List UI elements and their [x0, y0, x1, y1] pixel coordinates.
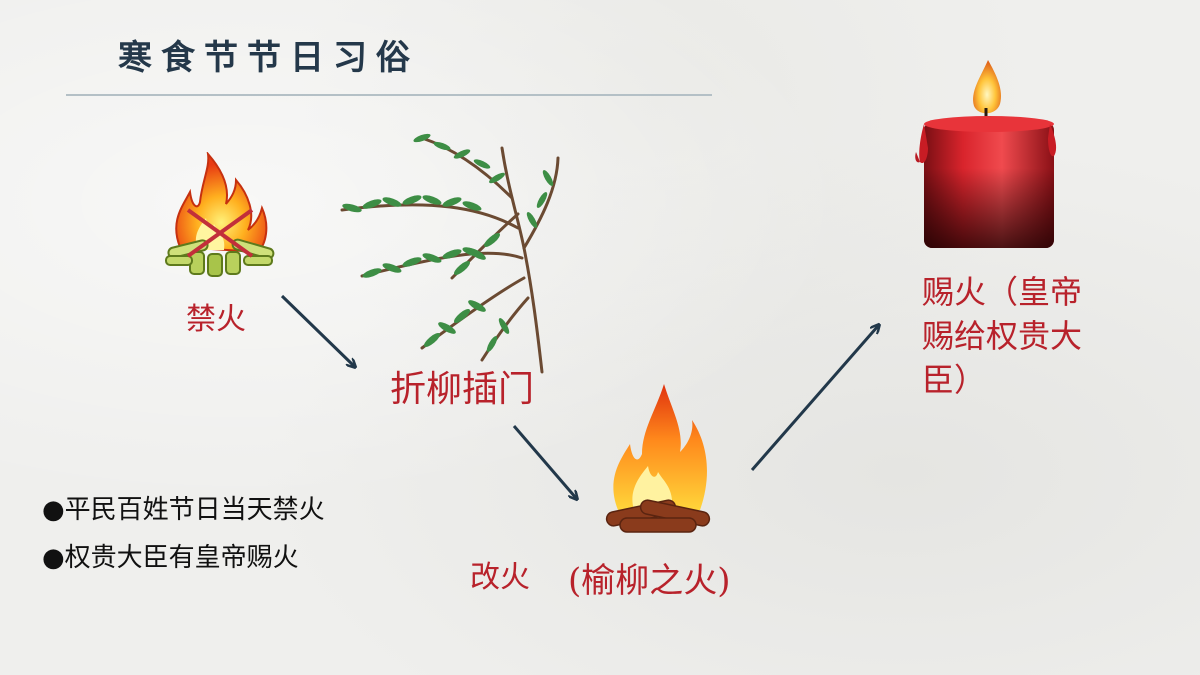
arrow-gaihuo-to-cihuo	[750, 326, 878, 471]
title-divider	[66, 94, 712, 96]
bullet-item: ●权贵大臣有皇帝赐火	[42, 543, 299, 573]
campfire-crossed-icon	[165, 152, 275, 277]
willow-branch-icon	[340, 133, 560, 374]
bullet-list: ●平民百姓节日当天禁火 ●权贵大臣有皇帝赐火	[42, 486, 392, 582]
label-cihuo: 赐火（皇帝赐给权贵大臣）	[922, 273, 1083, 399]
arrow-jinhuo-to-zheliu	[280, 294, 354, 366]
red-candle-icon	[915, 60, 1057, 248]
label-gaihuo: 改火	[470, 560, 530, 595]
label-zheliu-chamen: 折柳插门	[390, 369, 535, 410]
label-yuliu-zhihuo: (榆柳之火)	[568, 561, 731, 601]
bullet-item: ●平民百姓节日当天禁火	[42, 495, 325, 525]
page-title: 寒食节节日习俗	[118, 38, 419, 78]
label-jinhuo: 禁火	[186, 302, 246, 337]
bonfire-icon	[605, 384, 711, 533]
arrow-zheliu-to-gaihuo	[512, 425, 576, 498]
